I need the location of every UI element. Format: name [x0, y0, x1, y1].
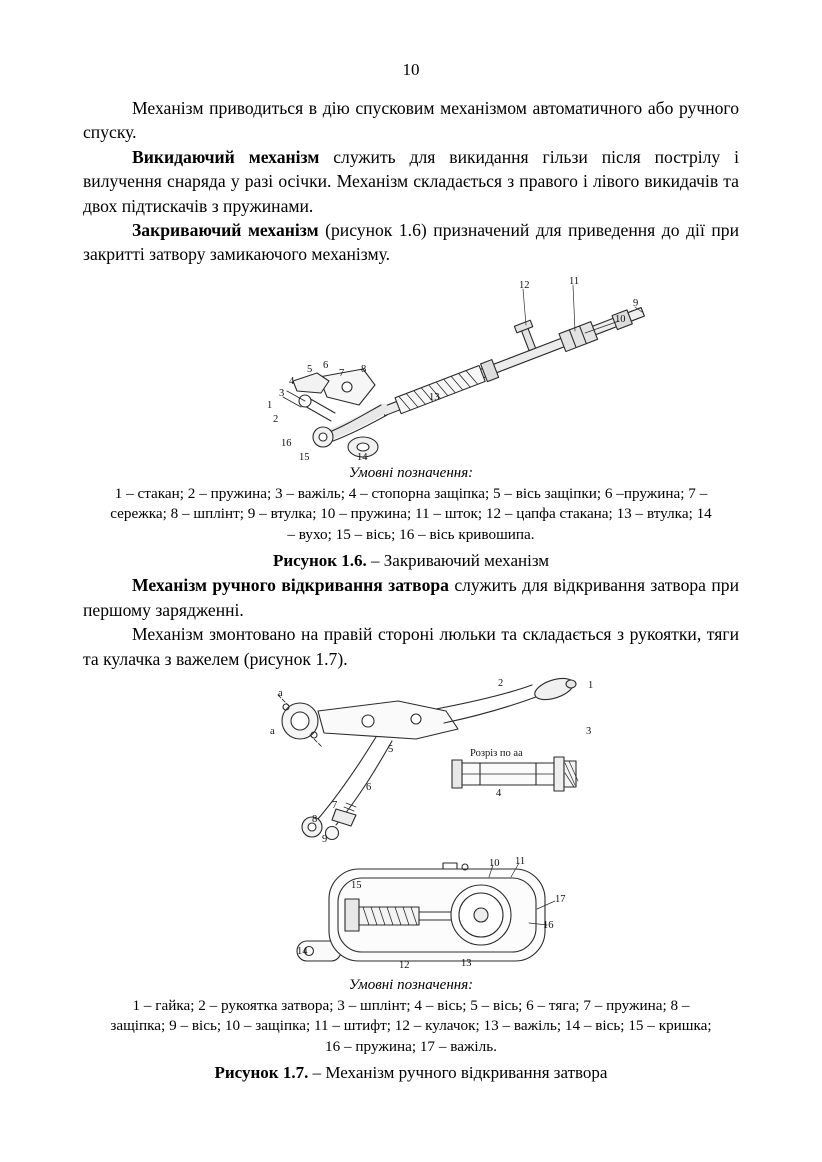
- figure-caption-1-7-title: – Механізм ручного відкривання затвора: [308, 1063, 608, 1083]
- figure-part-label: 15: [351, 879, 362, 891]
- manual-opening-top-drawing: [277, 677, 579, 841]
- figure-part-label: 9: [633, 297, 639, 309]
- term-ejecting-mechanism: Викидаючий механізм: [132, 146, 320, 167]
- figure-part-label: Розріз по аа: [470, 747, 523, 759]
- page-number: 10: [402, 60, 420, 79]
- figure-part-label: 5: [307, 363, 313, 375]
- figure-part-label: 13: [429, 391, 440, 403]
- figure-part-label: 11: [515, 855, 526, 867]
- figure-part-label: 12: [519, 279, 530, 291]
- legend-1-6: 1 – стакан; 2 – пружина; 3 – важіль; 4 –…: [110, 484, 712, 543]
- figure-part-label: 5: [388, 743, 394, 755]
- paragraph-manual-opening-mechanism: Механізм ручного відкривання затвора слу…: [83, 573, 739, 622]
- figure-part-label: 10: [489, 857, 500, 869]
- paragraph-ejecting-mechanism-text: служить для викидання гільзи після постр…: [83, 146, 739, 216]
- legend-heading-1-7: Умовні позначення:: [348, 976, 474, 993]
- figure-caption-1-7: Рисунок 1.7. – Механізм ручного відкрива…: [83, 1061, 739, 1085]
- figure-part-label: 6: [366, 781, 372, 793]
- figure-part-label: 3: [279, 387, 285, 399]
- legend-heading-1-6: Умовні позначення:: [348, 464, 474, 481]
- figure-part-label: а: [270, 725, 275, 737]
- paragraph-closing-mechanism-text: (рисунок 1.6) призначений для приведення…: [83, 220, 739, 265]
- figure-part-label: 17: [555, 893, 566, 905]
- figure-part-label: 6: [323, 359, 329, 371]
- figure-caption-1-6-number: Рисунок 1.6.: [272, 551, 367, 571]
- paragraph-manual-opening-text: служить для відкривання затвора при перш…: [83, 575, 739, 620]
- term-manual-opening-mechanism: Механізм ручного відкривання затвора: [132, 575, 449, 596]
- figure-part-label: 9: [322, 833, 328, 845]
- figure-part-label: 10: [615, 313, 626, 325]
- figure-caption-1-6: Рисунок 1.6. – Закриваючий механізм: [83, 549, 739, 573]
- figure-part-label: 14: [297, 945, 308, 957]
- figure-part-label: 12: [399, 959, 410, 971]
- manual-opening-bottom-drawing: [296, 862, 556, 962]
- figure-part-label: 7: [339, 367, 345, 379]
- figure-part-label: а: [278, 687, 283, 699]
- figure-part-label: 8: [361, 363, 367, 375]
- term-closing-mechanism: Закриваючий механізм: [132, 220, 319, 241]
- paragraph-closing-mechanism: Закриваючий механізм (рисунок 1.6) призн…: [83, 218, 739, 267]
- figure-part-label: 11: [569, 275, 580, 287]
- figure-part-label: 14: [357, 451, 368, 463]
- figure-caption-1-7-number: Рисунок 1.7.: [214, 1063, 309, 1083]
- figure-part-label: 16: [281, 437, 292, 449]
- figure-1-7-lower: 10 11 15 17 16 12 13 14: [293, 855, 593, 973]
- figure-part-label: 3: [586, 725, 592, 737]
- figure-part-label: 2: [273, 413, 279, 425]
- figure-part-label: 7: [332, 799, 338, 811]
- closing-mechanism-drawing: [282, 284, 645, 458]
- figure-part-label: 8: [312, 813, 318, 825]
- figure-part-label: 2: [498, 677, 504, 689]
- paragraph-ejecting-mechanism: Викидаючий механізм служить для викиданн…: [83, 145, 739, 218]
- figure-part-label: 1: [588, 679, 594, 691]
- figure-part-label: 15: [299, 451, 310, 463]
- legend-1-7: 1 – гайка; 2 – рукоятка затвора; 3 – шпл…: [110, 996, 712, 1055]
- page-content: Механізм приводиться в дію спусковим мех…: [83, 96, 739, 1085]
- figure-part-label: 1: [267, 399, 273, 411]
- paragraph-mechanism-mounting: Механізм змонтовано на правій стороні лю…: [83, 624, 739, 669]
- figure-caption-1-6-title: – Закриваючий механізм: [366, 551, 550, 571]
- figure-part-label: 16: [543, 919, 554, 931]
- figure-part-label: 4: [496, 787, 502, 799]
- paragraph-trigger-action: Механізм приводиться в дію спусковим мех…: [83, 98, 739, 143]
- figure-part-label: 4: [289, 375, 295, 387]
- figure-part-label: 13: [461, 957, 472, 969]
